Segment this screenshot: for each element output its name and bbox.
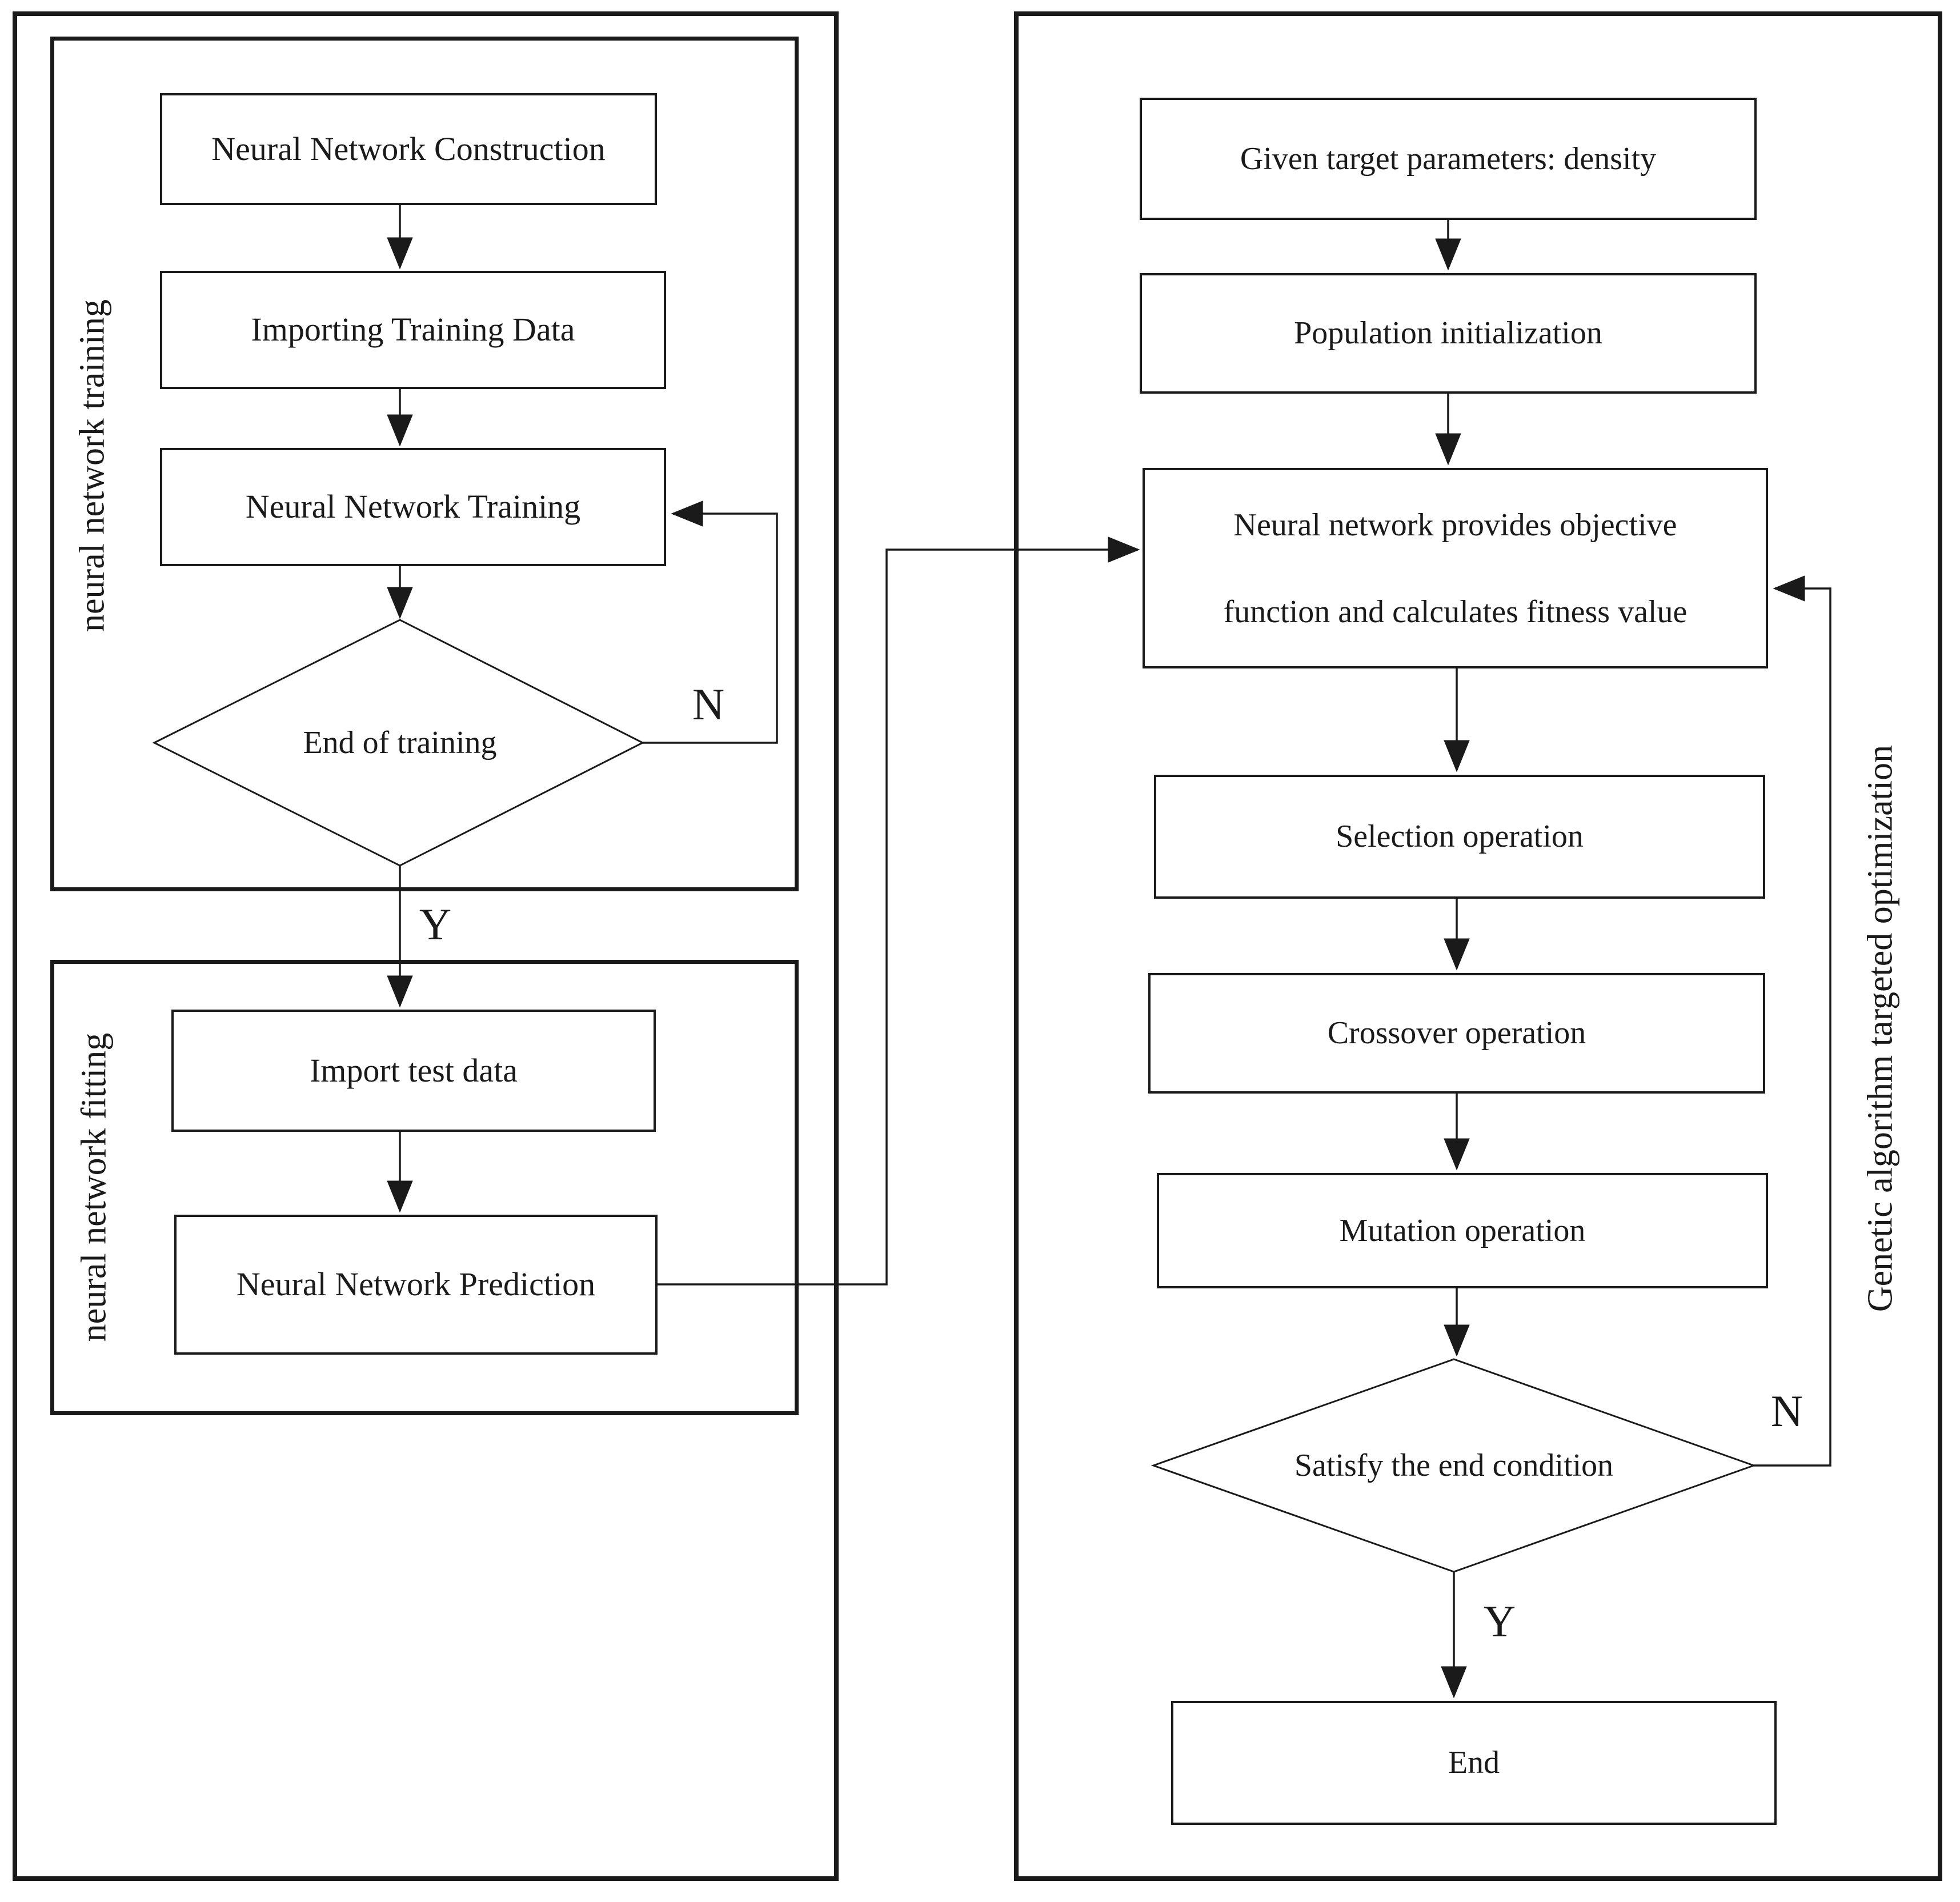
box-end: End [1171, 1701, 1777, 1825]
box-label: End [1448, 1745, 1500, 1781]
box-crossover-operation: Crossover operation [1148, 973, 1765, 1094]
training-group-label: neural network training [73, 299, 112, 632]
box-label: Crossover operation [1327, 1015, 1586, 1051]
box-importing-training-data: Importing Training Data [160, 271, 666, 389]
branch-label-yes-left: Y [419, 899, 452, 949]
branch-label-no-right: N [1770, 1386, 1803, 1436]
branch-label-yes-right: Y [1483, 1596, 1516, 1646]
box-label: Selection operation [1336, 819, 1584, 855]
box-mutation-operation: Mutation operation [1157, 1173, 1768, 1288]
decision-label-end-condition: Satisfy the end condition [1294, 1448, 1614, 1483]
box-label: Population initialization [1294, 315, 1602, 351]
box-neural-network-construction: Neural Network Construction [160, 93, 657, 205]
box-neural-network-prediction: Neural Network Prediction [174, 1215, 658, 1355]
loop-no-right [1754, 575, 1831, 1467]
box-label: Import test data [309, 1051, 518, 1089]
branch-label-no-left: N [692, 679, 725, 729]
box-neural-network-training: Neural Network Training [160, 448, 666, 566]
connector-prediction-to-objective [658, 536, 1140, 1286]
box-selection-operation: Selection operation [1154, 775, 1765, 899]
box-label: Importing Training Data [251, 311, 575, 349]
fitting-group-label: neural network fitting [74, 1032, 114, 1342]
objective-line-2: function and calculates fitness value [1223, 594, 1688, 630]
box-given-target-parameters: Given target parameters: density [1140, 98, 1757, 220]
box-import-test-data: Import test data [171, 1010, 656, 1132]
decision-label-end-of-training: End of training [303, 725, 497, 760]
box-objective-fitness: Neural network provides objective functi… [1143, 468, 1768, 668]
box-label: Neural Network Prediction [236, 1266, 596, 1303]
box-population-initialization: Population initialization [1140, 273, 1757, 394]
training-group-frame [50, 37, 799, 891]
genetic-optimization-group-label: Genetic algorithm targeted optimization [1861, 744, 1900, 1312]
objective-line-1: Neural network provides objective [1233, 507, 1677, 543]
box-label: Neural Network Training [245, 488, 581, 526]
box-label: Given target parameters: density [1240, 141, 1657, 177]
box-label: Mutation operation [1339, 1212, 1586, 1248]
box-label: Neural Network Construction [211, 130, 606, 167]
